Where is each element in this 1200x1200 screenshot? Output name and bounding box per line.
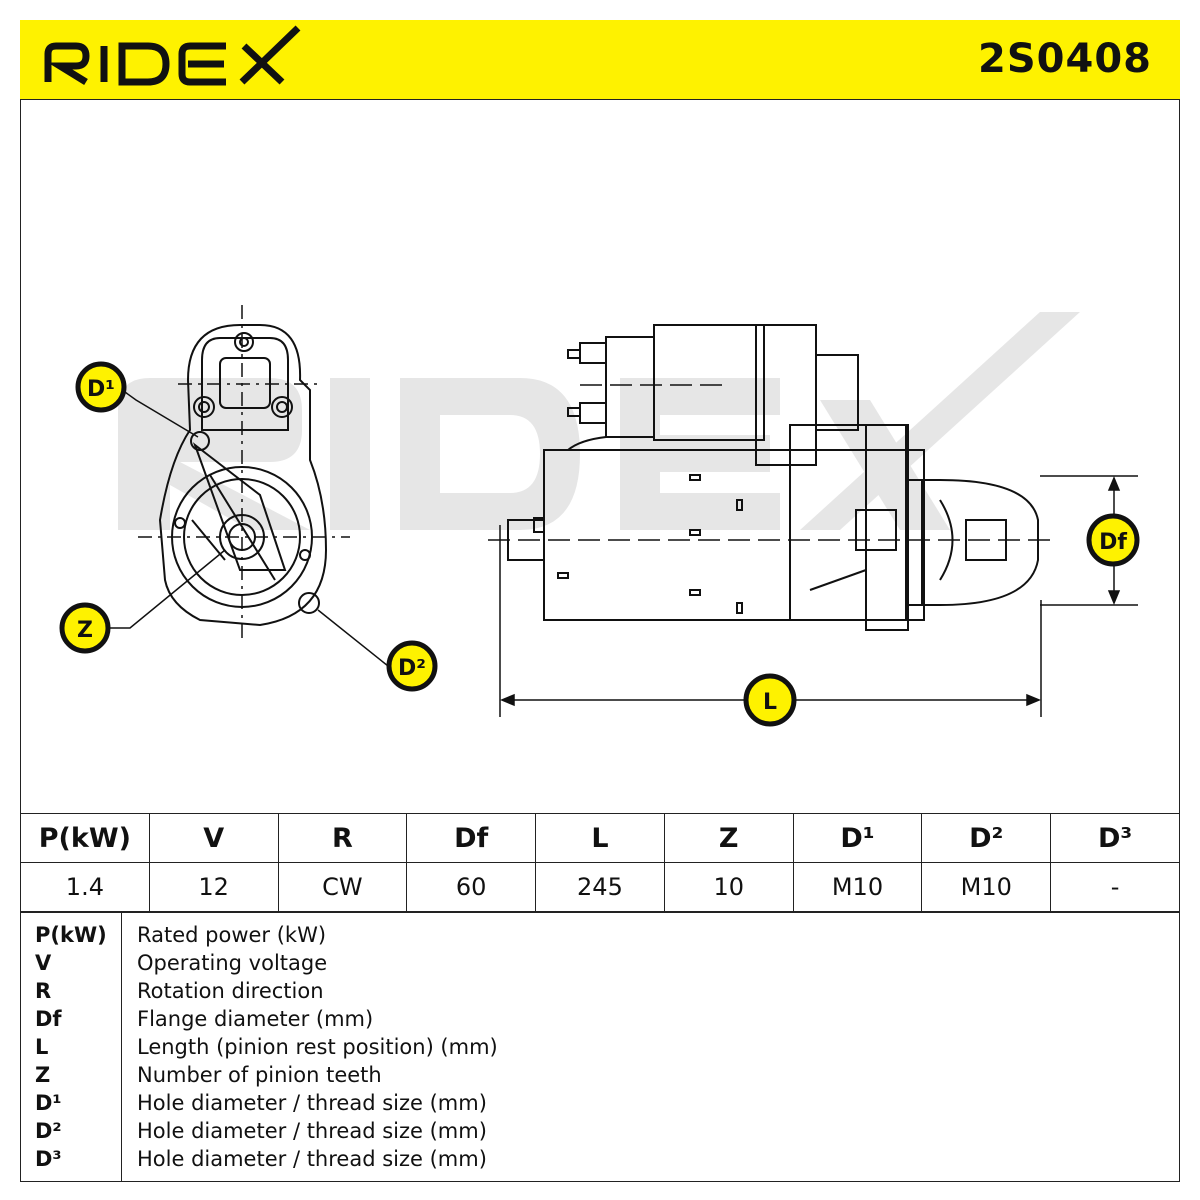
legend-row: V Operating voltage [21,951,1181,979]
part-number: 2S0408 [978,36,1152,82]
spec-value-row: 1.4 12 CW 60 245 10 M10 M10 - [20,862,1180,912]
legend-desc: Rotation direction [137,979,324,1003]
legend-desc: Hole diameter / thread size (mm) [137,1147,487,1171]
legend-key: V [35,951,52,975]
callout-df-label: Df [1099,530,1127,555]
spec-header-d2: D² [921,813,1052,863]
spec-value-rotation: CW [277,862,408,912]
legend-desc: Operating voltage [137,951,328,975]
legend-desc: Rated power (kW) [137,923,327,947]
spec-header-flange: Df [406,813,537,863]
legend-row: R Rotation direction [21,979,1181,1007]
legend-row: D³ Hole diameter / thread size (mm) [21,1147,1181,1175]
legend-key: D¹ [35,1091,62,1115]
legend-desc: Hole diameter / thread size (mm) [137,1119,487,1143]
ridex-logo [44,25,301,86]
legend-row: Z Number of pinion teeth [21,1063,1181,1091]
legend-key: D³ [35,1147,62,1171]
legend-desc: Length (pinion rest position) (mm) [137,1035,498,1059]
spec-header-rotation: R [277,813,408,863]
end-view-centerlines [138,305,350,640]
legend-row: Df Flange diameter (mm) [21,1007,1181,1035]
spec-header-row: P(kW) V R Df L Z D¹ D² D³ [20,813,1180,863]
legend-row: P(kW) Rated power (kW) [21,923,1181,951]
legend: P(kW) Rated power (kW) V Operating volta… [20,912,1180,1182]
legend-desc: Hole diameter / thread size (mm) [137,1091,487,1115]
legend-row: D² Hole diameter / thread size (mm) [21,1119,1181,1147]
spec-header-length: L [535,813,665,863]
callout-z: Z [59,602,111,654]
legend-key: P(kW) [35,923,107,947]
callout-z-label: Z [77,618,93,643]
spec-value-power: 1.4 [20,862,150,912]
spec-header-teeth: Z [663,813,794,863]
legend-divider [121,913,122,1181]
callout-d2-label: D² [398,656,426,681]
legend-key: Z [35,1063,51,1087]
spec-value-voltage: 12 [148,862,279,912]
side-view [507,324,1039,631]
callout-d1-label: D¹ [87,377,115,402]
legend-row: L Length (pinion rest position) (mm) [21,1035,1181,1063]
spec-value-teeth: 10 [663,862,794,912]
legend-desc: Flange diameter (mm) [137,1007,374,1031]
callout-d1: D¹ [75,361,127,413]
header-bar: 2S0408 [20,20,1180,100]
legend-key: L [35,1035,49,1059]
callout-df: Df [1086,513,1140,567]
spec-table: P(kW) V R Df L Z D¹ D² D³ 1.4 12 CW 60 2… [20,813,1180,912]
callout-l: L [743,673,797,727]
spec-header-power: P(kW) [20,813,150,863]
spec-value-length: 245 [535,862,665,912]
spec-value-d3: - [1050,862,1180,912]
legend-desc: Number of pinion teeth [137,1063,382,1087]
spec-value-d2: M10 [921,862,1052,912]
technical-drawing: D¹ Z D² Df L [20,100,1180,813]
watermark-logo [118,312,1080,530]
legend-row: D¹ Hole diameter / thread size (mm) [21,1091,1181,1119]
callout-l-label: L [763,690,777,715]
spec-header-d1: D¹ [792,813,923,863]
spec-header-d3: D³ [1050,813,1180,863]
legend-key: D² [35,1119,62,1143]
starter-motor-drawing: D¹ Z D² Df L [59,305,1140,727]
spec-header-voltage: V [148,813,279,863]
spec-value-d1: M10 [792,862,923,912]
callout-d2: D² [386,640,438,692]
dimension-lines [499,475,1138,717]
side-view-centerlines [488,384,1052,541]
legend-key: Df [35,1007,62,1031]
legend-key: R [35,979,52,1003]
spec-value-flange: 60 [406,862,537,912]
